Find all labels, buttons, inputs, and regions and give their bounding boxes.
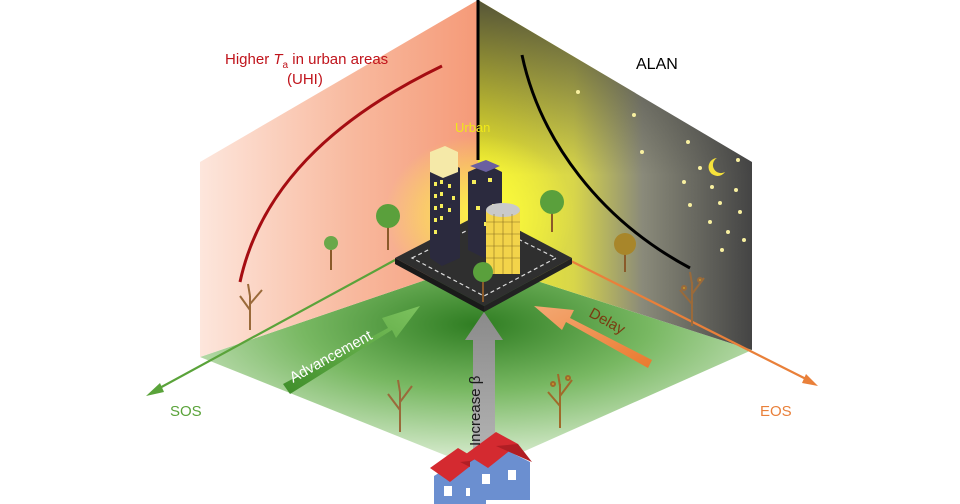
night-sky: [576, 90, 746, 252]
bare-tree-icon: [239, 283, 263, 330]
tree-icon: [324, 236, 338, 270]
uhi-label-line2: (UHI): [287, 71, 323, 88]
tree-icon: [473, 262, 493, 302]
alan-label: ALAN: [636, 56, 678, 73]
eos-label: EOS: [760, 403, 792, 420]
uhi-curve: [238, 64, 443, 283]
bare-tree-icon: [679, 271, 705, 326]
alan-curve: [520, 54, 691, 270]
bare-tree-icon: [387, 379, 413, 432]
tree-icon: [540, 190, 564, 232]
increase-arrow: [465, 312, 503, 456]
star-icon: [576, 90, 746, 252]
advancement-arrow: [283, 306, 420, 394]
sos-axis-arrow: [146, 259, 396, 396]
house-icon: [466, 432, 532, 500]
increase-label: Increase β: [467, 375, 484, 446]
building-icon: [486, 203, 520, 274]
delay-arrow: [534, 306, 652, 368]
urban-label: Urban: [455, 120, 490, 135]
tree-icon: [614, 233, 636, 272]
eos-axis-arrow: [564, 257, 818, 386]
building-icon: [430, 146, 460, 266]
tree-icon: [376, 204, 400, 250]
moon-icon: [708, 158, 725, 176]
bare-tree-icon: [547, 373, 573, 428]
sos-label: SOS: [170, 403, 202, 420]
uhi-label-line1: Higher Ta in urban areas: [225, 51, 388, 71]
